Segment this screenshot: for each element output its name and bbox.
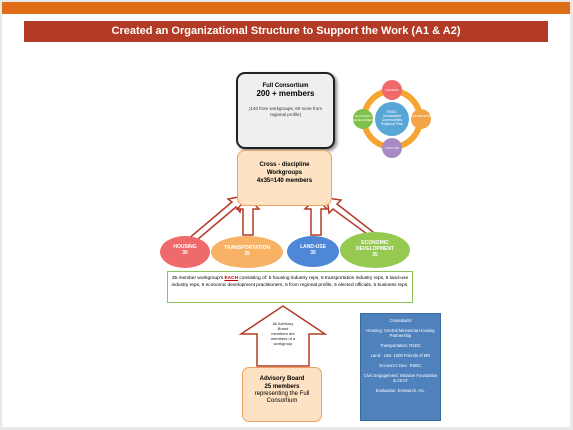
full-consortium-box: Full Consortium 200 + members (140 from … [236,72,335,149]
workgroup-housing: HOUSING 35 [160,236,210,268]
advisory-title: Advisory Board [259,376,305,382]
cycle-node-land-use: LAND USE [385,146,399,150]
members-text-part2: consisting of: 5 housing industry reps, … [171,276,409,288]
consultants-heading: Consultants [389,318,412,323]
full-consortium-title: Full Consortium [262,83,309,89]
consultant-item: Evaluation: EnSearch, Inc. [375,388,426,393]
workgroup-land-use-label: LAND-USE [300,244,326,250]
slide: Created an Organizational Structure to S… [2,2,570,427]
cross-subtitle: Workgroups [266,170,303,176]
workgroup-transportation-label: TRANSPORTATION [224,245,270,251]
cycle-nodes [353,80,431,158]
workgroup-housing-count: 35 [182,250,188,256]
workgroup-housing-label: HOUSING [173,244,197,250]
members-text-part1: 35 member workgroup's [171,276,225,281]
diagram-arrows [182,80,431,367]
full-consortium-note: (140 from workgroups, 60 more from regio… [248,106,323,117]
workgroup-land-use-count: 35 [310,250,316,256]
members-text-each: EACH [224,276,239,281]
consultants-box: Consultants Housing: Central Minnesota H… [360,313,441,421]
advisory-count: 25 members [264,384,300,390]
advisory-description: representing the Full Consortium [254,391,310,404]
consultant-item: Housing: Central Minnesota Housing Partn… [366,328,435,338]
cycle-node-transportation: TRANSPORTATION [411,114,437,118]
cross-count: 4x35=140 members [256,178,313,184]
advisory-board-box: Advisory Board 25 members representing t… [242,367,322,422]
top-accent-bar [2,2,570,14]
consultant-item: Econom'c Dev.: RSDC [379,363,422,368]
advisory-arrow-note: All Advisory Board members are members o… [270,321,296,346]
workgroup-land-use: LAND-USE 35 [287,236,339,267]
workgroup-transportation-count: 35 [244,251,250,257]
workgroup-economic-label: ECONOMIC DEVELOPMENT [355,240,395,252]
arrow-advisory-to-workgroups [238,305,328,367]
slide-title: Created an Organizational Structure to S… [24,21,548,42]
consultant-item: Transportation: RSDC [379,343,422,348]
cross-title: Cross - discipline [259,162,310,168]
consultant-item: Civic Engagement: Initiative Foundation … [363,373,438,383]
cycle-center-label: RSDC Sustainable Communities Regional Pl… [381,110,403,126]
consultant-item: Land - Use: 1000 Friends of MN [370,353,431,358]
workgroup-economic-development: ECONOMIC DEVELOPMENT 35 [340,232,410,268]
workgroup-economic-count: 35 [372,252,378,258]
full-consortium-count: 200 + members [256,89,315,98]
cycle-node-economic: ECONOMIC DEVELOPMENT [353,114,375,122]
workgroup-transportation: TRANSPORTATION 35 [211,236,283,268]
workgroup-membership-text: 35 member workgroup's EACH consisting of… [167,271,413,303]
cross-discipline-box: Cross - discipline Workgroups 4x35=140 m… [237,150,332,206]
cycle-node-housing: HOUSING [385,88,399,92]
